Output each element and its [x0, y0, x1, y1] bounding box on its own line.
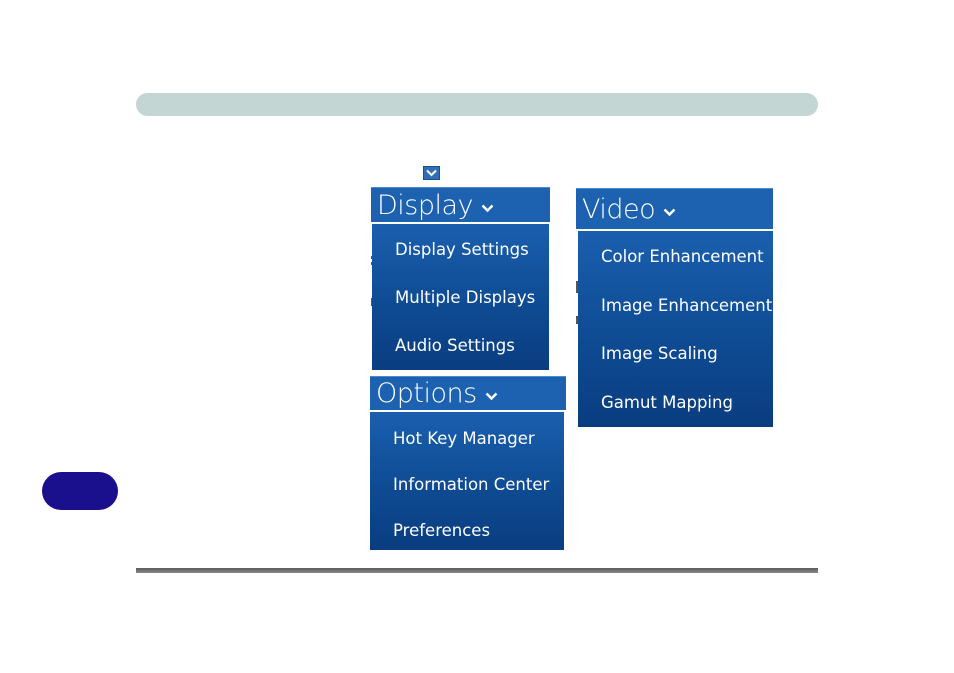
menu-item-image-enhancement[interactable]: Image Enhancement	[601, 296, 773, 315]
chapter-tab	[42, 472, 118, 510]
options-menu: Hot Key Manager Information Center Prefe…	[370, 410, 564, 550]
menu-item-audio-settings[interactable]: Audio Settings	[395, 336, 515, 355]
menu-item-multiple-displays[interactable]: Multiple Displays	[395, 288, 536, 307]
menu-item-information-center[interactable]: Information Center	[393, 475, 550, 494]
display-menu: Display Settings Multiple Displays Audio…	[372, 222, 549, 370]
menu-item-display-settings[interactable]: Display Settings	[395, 240, 529, 259]
video-menu-title: Video	[582, 193, 656, 225]
chevron-down-icon	[423, 166, 440, 180]
chevron-down-icon	[663, 208, 676, 217]
video-menu: Color Enhancement Image Enhancement Imag…	[578, 229, 773, 427]
menu-item-gamut-mapping[interactable]: Gamut Mapping	[601, 393, 733, 412]
chevron-down-icon	[481, 204, 494, 213]
footer-rule	[136, 568, 818, 573]
display-menu-header[interactable]: Display	[371, 187, 550, 222]
menu-item-color-enhancement[interactable]: Color Enhancement	[601, 247, 764, 266]
options-menu-title: Options	[376, 378, 477, 409]
display-menu-title: Display	[377, 189, 474, 221]
menu-item-preferences[interactable]: Preferences	[393, 521, 491, 540]
menu-item-image-scaling[interactable]: Image Scaling	[601, 344, 718, 363]
menu-item-hot-key-manager[interactable]: Hot Key Manager	[393, 429, 535, 448]
page-header-band	[136, 93, 818, 116]
options-menu-header[interactable]: Options	[370, 376, 566, 410]
video-menu-header[interactable]: Video	[576, 188, 773, 229]
chevron-down-icon	[485, 392, 498, 401]
